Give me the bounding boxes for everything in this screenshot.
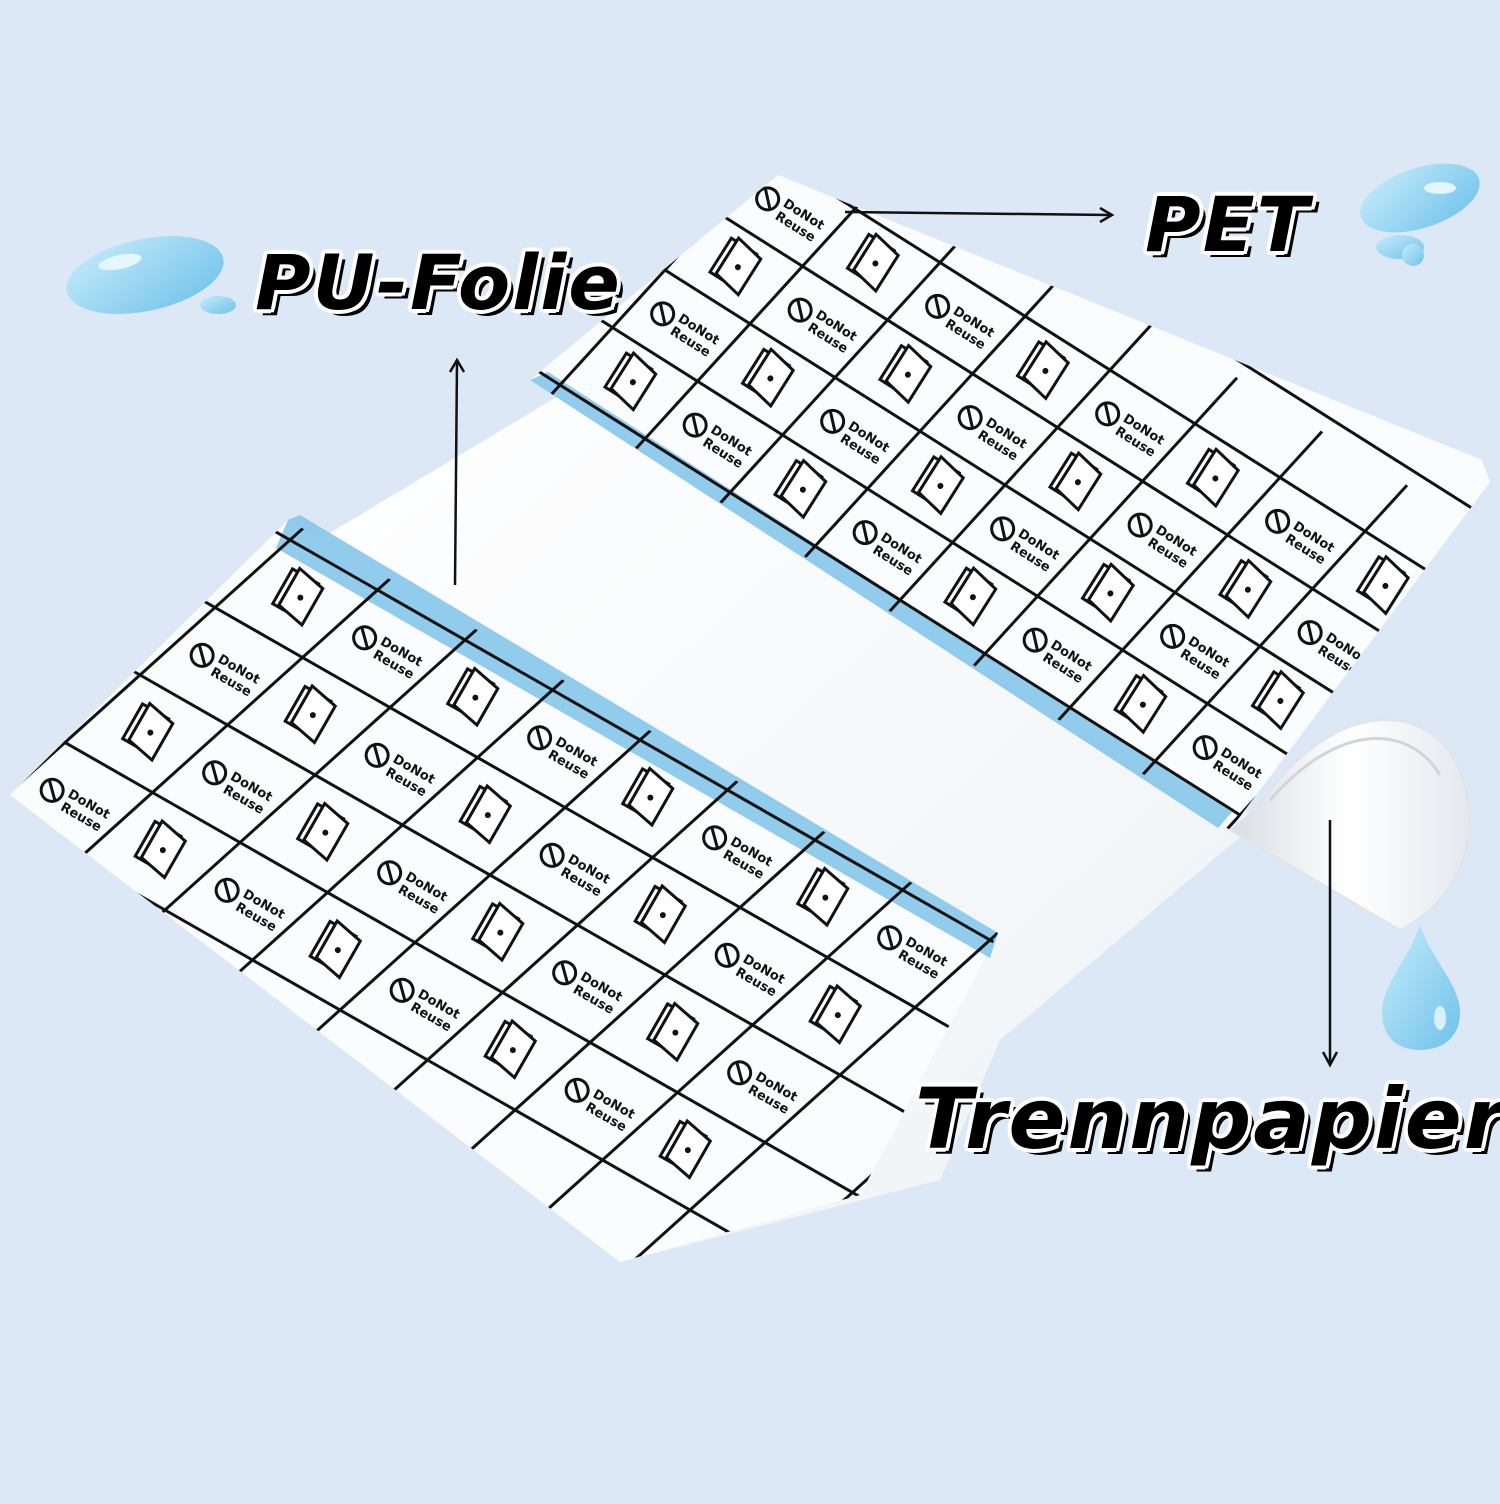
label-pet: PET	[1145, 180, 1310, 269]
water-droplet-icon	[200, 296, 236, 314]
label-trennpapier: Trennpapier	[915, 1070, 1500, 1168]
water-droplet-icon	[1382, 925, 1460, 1050]
label-pu-folie: PU-Folie	[255, 238, 622, 327]
water-droplet-icon	[1352, 150, 1488, 245]
water-droplet-icon	[59, 223, 230, 327]
water-droplet-icon	[1402, 244, 1424, 266]
